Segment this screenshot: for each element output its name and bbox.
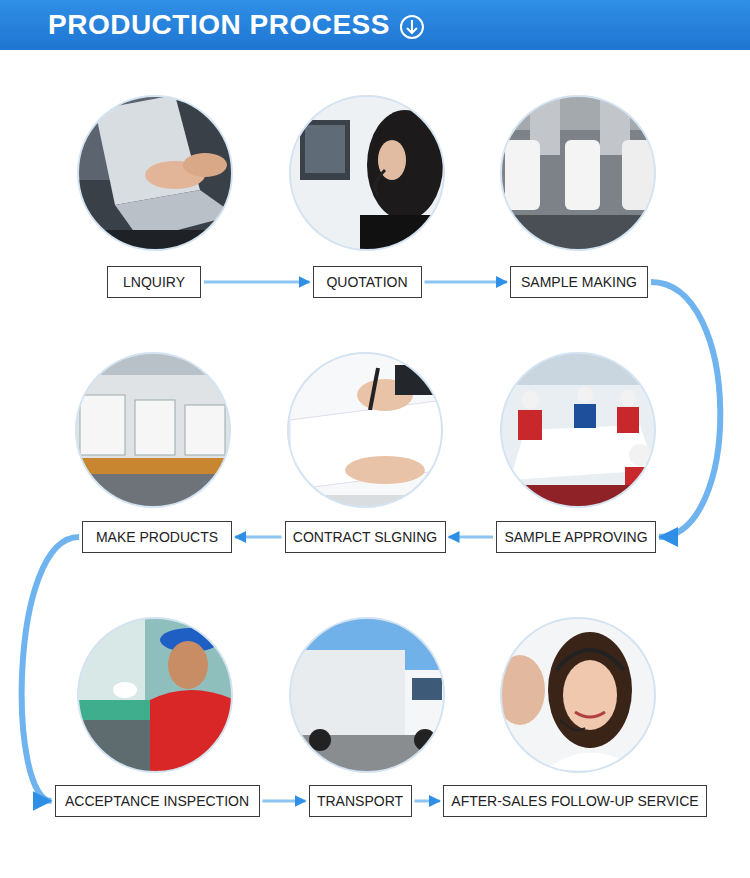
flow-arrow	[204, 281, 310, 284]
step-label: SAMPLE MAKING	[521, 274, 637, 290]
step-label: TRANSPORT	[317, 793, 403, 809]
step-label: ACCEPTANCE INSPECTION	[65, 793, 249, 809]
process-box: MAKE PRODUCTS	[82, 521, 232, 553]
process-box: QUOTATION	[313, 266, 422, 298]
support-photo	[495, 615, 660, 775]
bottle-machine-photo	[500, 90, 660, 260]
flow-arrow	[235, 536, 282, 539]
step-label: AFTER-SALES FOLLOW-UP SERVICE	[451, 793, 698, 809]
flow-arrow	[425, 281, 508, 284]
process-box: AFTER-SALES FOLLOW-UP SERVICE	[443, 785, 707, 817]
meeting-photo	[500, 350, 660, 525]
process-box: TRANSPORT	[309, 785, 412, 817]
down-icon	[401, 16, 423, 38]
process-box: ACCEPTANCE INSPECTION	[55, 785, 260, 817]
flow-arrow	[449, 536, 494, 539]
operator-photo	[285, 90, 455, 260]
flow-arrow	[22, 537, 79, 801]
process-box: LNQUIRY	[107, 266, 201, 298]
factory-photo	[70, 350, 240, 524]
step-label: QUOTATION	[326, 274, 407, 290]
flow-arrow	[415, 800, 441, 803]
flow-arrow	[651, 282, 720, 537]
laptop-photo	[70, 90, 240, 260]
step-label: MAKE PRODUCTS	[96, 529, 218, 545]
title-text: PRODUCTION PROCESS	[48, 8, 390, 42]
inspection-photo	[75, 615, 235, 775]
process-box: CONTRACT SLGNING	[285, 521, 446, 553]
truck-photo	[285, 615, 455, 775]
step-label: SAMPLE APPROVING	[504, 529, 647, 545]
step-label: CONTRACT SLGNING	[293, 529, 437, 545]
step-label: LNQUIRY	[123, 274, 185, 290]
flow-arrow	[263, 800, 306, 803]
process-box: SAMPLE MAKING	[510, 266, 648, 298]
process-box: SAMPLE APPROVING	[496, 521, 656, 553]
signing-photo	[285, 350, 455, 520]
